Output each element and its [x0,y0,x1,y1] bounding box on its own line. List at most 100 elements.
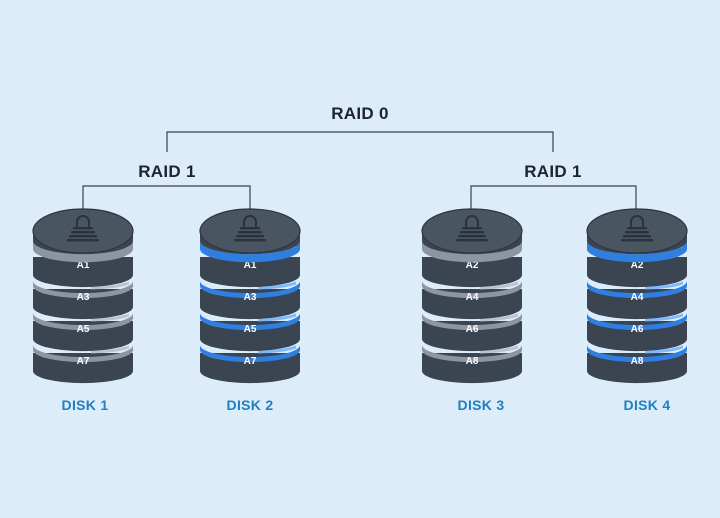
segment-ring [587,313,687,331]
segment-body [587,257,687,288]
segment-ring [587,281,687,299]
lock-bar [456,239,488,242]
segment-ring-highlight [91,345,129,354]
segment-ring-highlight [91,281,129,290]
segment-ring [422,345,522,363]
segment-ring [33,345,133,363]
segment-body [33,289,133,320]
lock-bar [69,235,97,238]
segment-body [422,257,522,288]
segment-body [422,353,522,384]
lock-bar [238,231,262,234]
lock-shackle [465,215,479,227]
lock-bar [71,231,95,234]
segment-body [587,353,687,384]
segment-ring [200,313,300,331]
segment-ring-highlight [258,281,296,290]
lock-bar [240,227,260,230]
segment-body [200,257,300,288]
disk-stack-2: A7 A5 A3 A1 [199,208,301,384]
disk-1-label: DISK 1 [61,397,109,413]
lock-bar [627,227,647,230]
block-label: A3 [244,292,257,303]
disk-segment: A3 [33,281,133,320]
lock-shackle [76,215,90,227]
disk-stack-3: A8 A6 A4 A2 [421,208,523,384]
segment-ring [422,281,522,299]
lock-bar [621,239,653,242]
block-label: A3 [77,292,90,303]
block-label: A8 [466,356,479,367]
raid0-connector [166,131,554,152]
segment-ring-highlight [258,345,296,354]
server-lock-icon [621,215,653,242]
lock-bar [67,239,99,242]
segment-ring [200,345,300,363]
lock-bar [460,231,484,234]
disk-segment: A5 [33,313,133,352]
segment-ring-highlight [91,313,129,322]
segment-ring-highlight [645,345,683,354]
disk-segment: A1 [33,257,133,288]
connector-lines [82,131,637,210]
disk-4-label: DISK 4 [623,397,671,413]
lock-bar [623,235,651,238]
raid1-right-connector [470,185,637,210]
segment-body [33,321,133,352]
segment-ring-highlight [645,313,683,322]
disk-segment: A2 [422,257,522,288]
disk-segment: A7 [200,345,300,384]
segment-ring-highlight [480,313,518,322]
disk-segment: A4 [587,281,687,320]
block-label: A4 [631,292,644,303]
segment-ring [587,345,687,363]
raid1-left-connector [82,185,251,210]
server-lock-icon [456,215,488,242]
server-lock-icon [67,215,99,242]
lock-shackle [243,215,257,227]
lock-bar [234,239,266,242]
segment-body [200,353,300,384]
top-ring [33,241,133,263]
disk-3-label: DISK 3 [457,397,505,413]
disk-segment: A3 [200,281,300,320]
segment-ring-highlight [480,345,518,354]
block-label: A6 [631,324,644,335]
disk-segment: A8 [587,345,687,384]
segment-ring [33,313,133,331]
block-label: A6 [466,324,479,335]
block-label: A7 [244,356,257,367]
segment-body [200,289,300,320]
disk-segment: A1 [200,257,300,288]
segment-ring-highlight [645,281,683,290]
lock-bar [73,227,93,230]
segment-body [587,321,687,352]
disk-segment: A4 [422,281,522,320]
segment-body [33,257,133,288]
top-ring [200,241,300,263]
disk-stack-4: A8 A6 A4 A2 [586,208,688,384]
segment-body [33,353,133,384]
block-label: A5 [77,324,90,335]
segment-ring [422,313,522,331]
segment-ring [33,281,133,299]
block-label: A8 [631,356,644,367]
disk-segment: A5 [200,313,300,352]
disk-segment: A8 [422,345,522,384]
lock-bar [458,235,486,238]
raid1-right-label: RAID 1 [524,162,582,181]
block-label: A2 [631,260,644,271]
segment-ring-highlight [480,281,518,290]
block-label: A1 [77,260,90,271]
segment-ring [200,281,300,299]
segment-body [422,321,522,352]
block-label: A1 [244,260,257,271]
top-ring [422,241,522,263]
disk-2-label: DISK 2 [226,397,274,413]
block-label: A4 [466,292,479,303]
block-label: A5 [244,324,257,335]
